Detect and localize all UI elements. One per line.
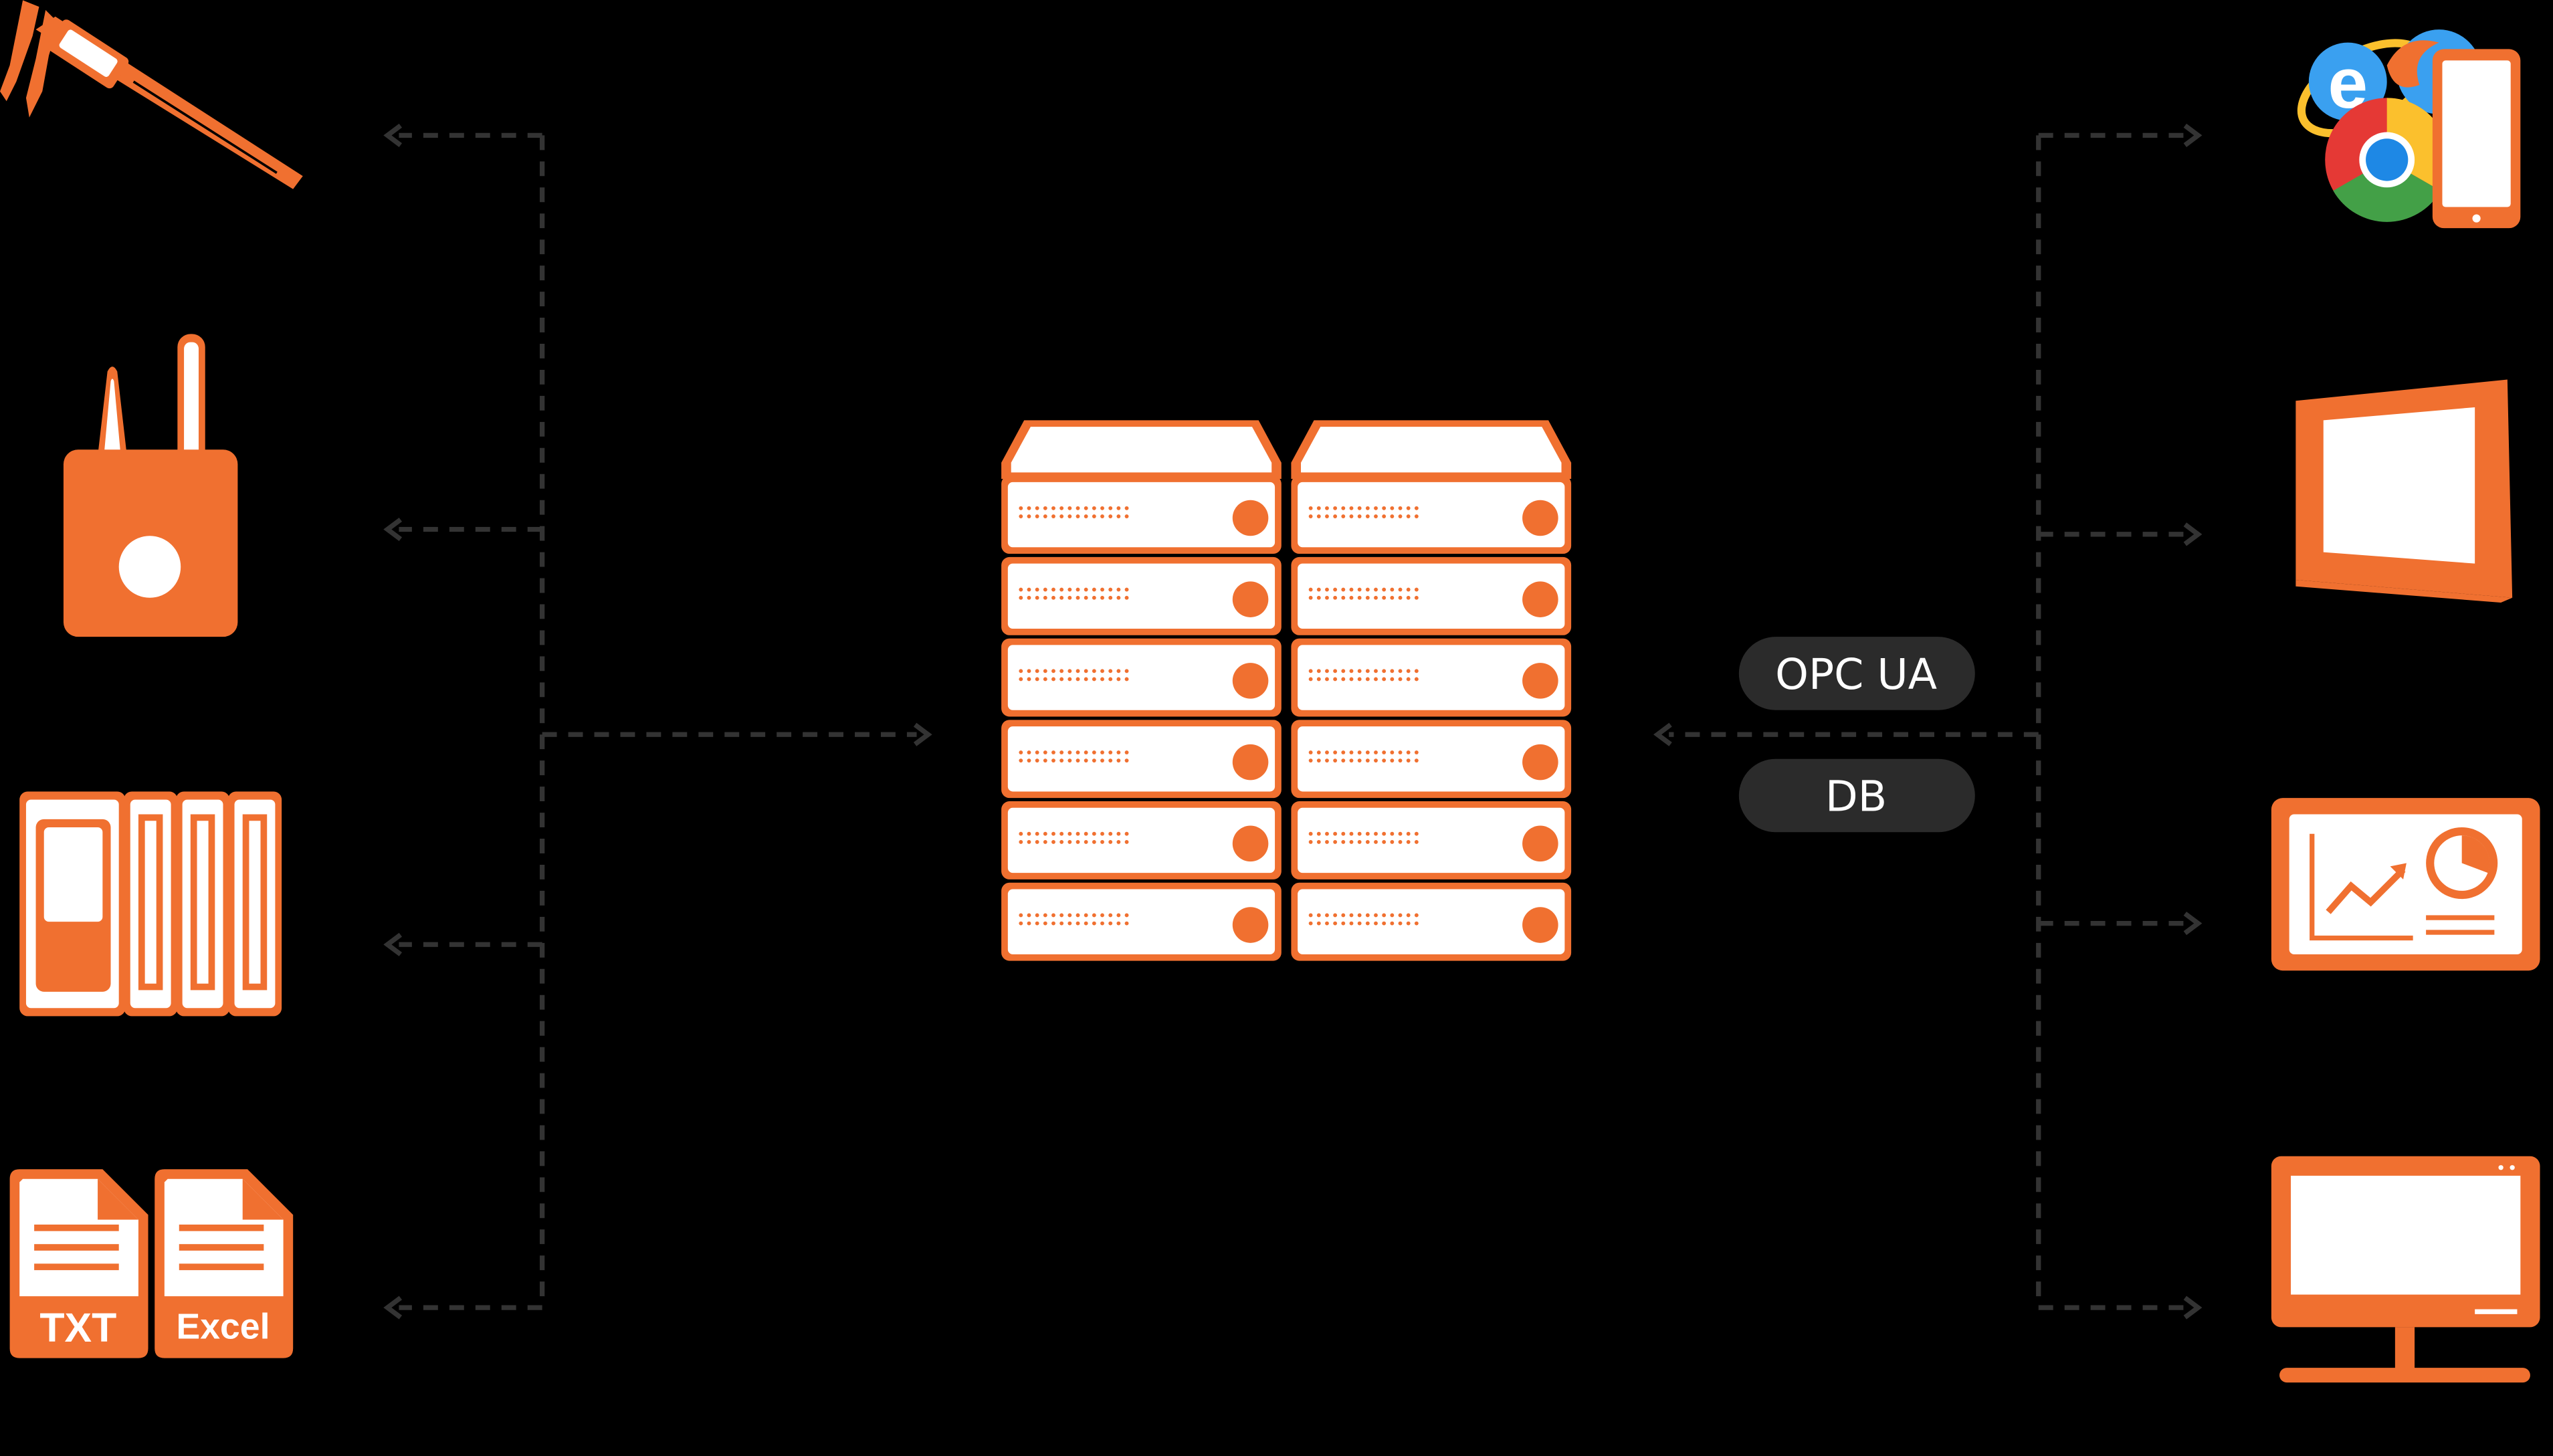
excel-file-icon: Excel bbox=[155, 1169, 294, 1358]
arrow-left-caliper bbox=[383, 123, 403, 147]
arrow-left-plc bbox=[383, 932, 403, 956]
txt-file-icon: TXT bbox=[9, 1169, 148, 1358]
arrow-into-server-right bbox=[1653, 722, 1672, 746]
arrowheads bbox=[383, 123, 2203, 1320]
protocol-label-opcua: OPC UA bbox=[1775, 649, 1937, 699]
protocol-pill-opcua: OPC UA bbox=[1738, 637, 1975, 710]
desktop-monitor-icon bbox=[2271, 1156, 2540, 1383]
arrow-into-server-left bbox=[913, 722, 932, 746]
connectors bbox=[399, 132, 2187, 1310]
caliper-icon bbox=[0, 0, 303, 189]
arrow-left-files bbox=[383, 1295, 403, 1320]
server-rack-icon bbox=[1001, 420, 1571, 960]
dashboard-monitor-icon bbox=[2271, 798, 2540, 971]
protocol-pill-db: DB bbox=[1738, 758, 1975, 833]
browser-mobile-icon: e bbox=[2297, 29, 2521, 229]
file-icons: TXT Excel bbox=[9, 1169, 294, 1358]
hmi-panel-icon bbox=[2295, 379, 2513, 603]
protocol-label-db: DB bbox=[1825, 772, 1887, 821]
server-column-left bbox=[1001, 420, 1282, 960]
server-column-right bbox=[1291, 420, 1571, 960]
arrow-right-desktop bbox=[2183, 1295, 2203, 1320]
txt-file-label: TXT bbox=[39, 1305, 116, 1350]
excel-file-label: Excel bbox=[177, 1307, 270, 1346]
arrow-right-dashboard bbox=[2183, 912, 2203, 936]
arrow-left-wireless bbox=[383, 517, 403, 542]
plc-module-icon bbox=[19, 791, 282, 1017]
arrow-right-hmi bbox=[2183, 522, 2203, 546]
wireless-device-icon bbox=[63, 334, 238, 637]
arrow-right-browser bbox=[2183, 123, 2203, 147]
